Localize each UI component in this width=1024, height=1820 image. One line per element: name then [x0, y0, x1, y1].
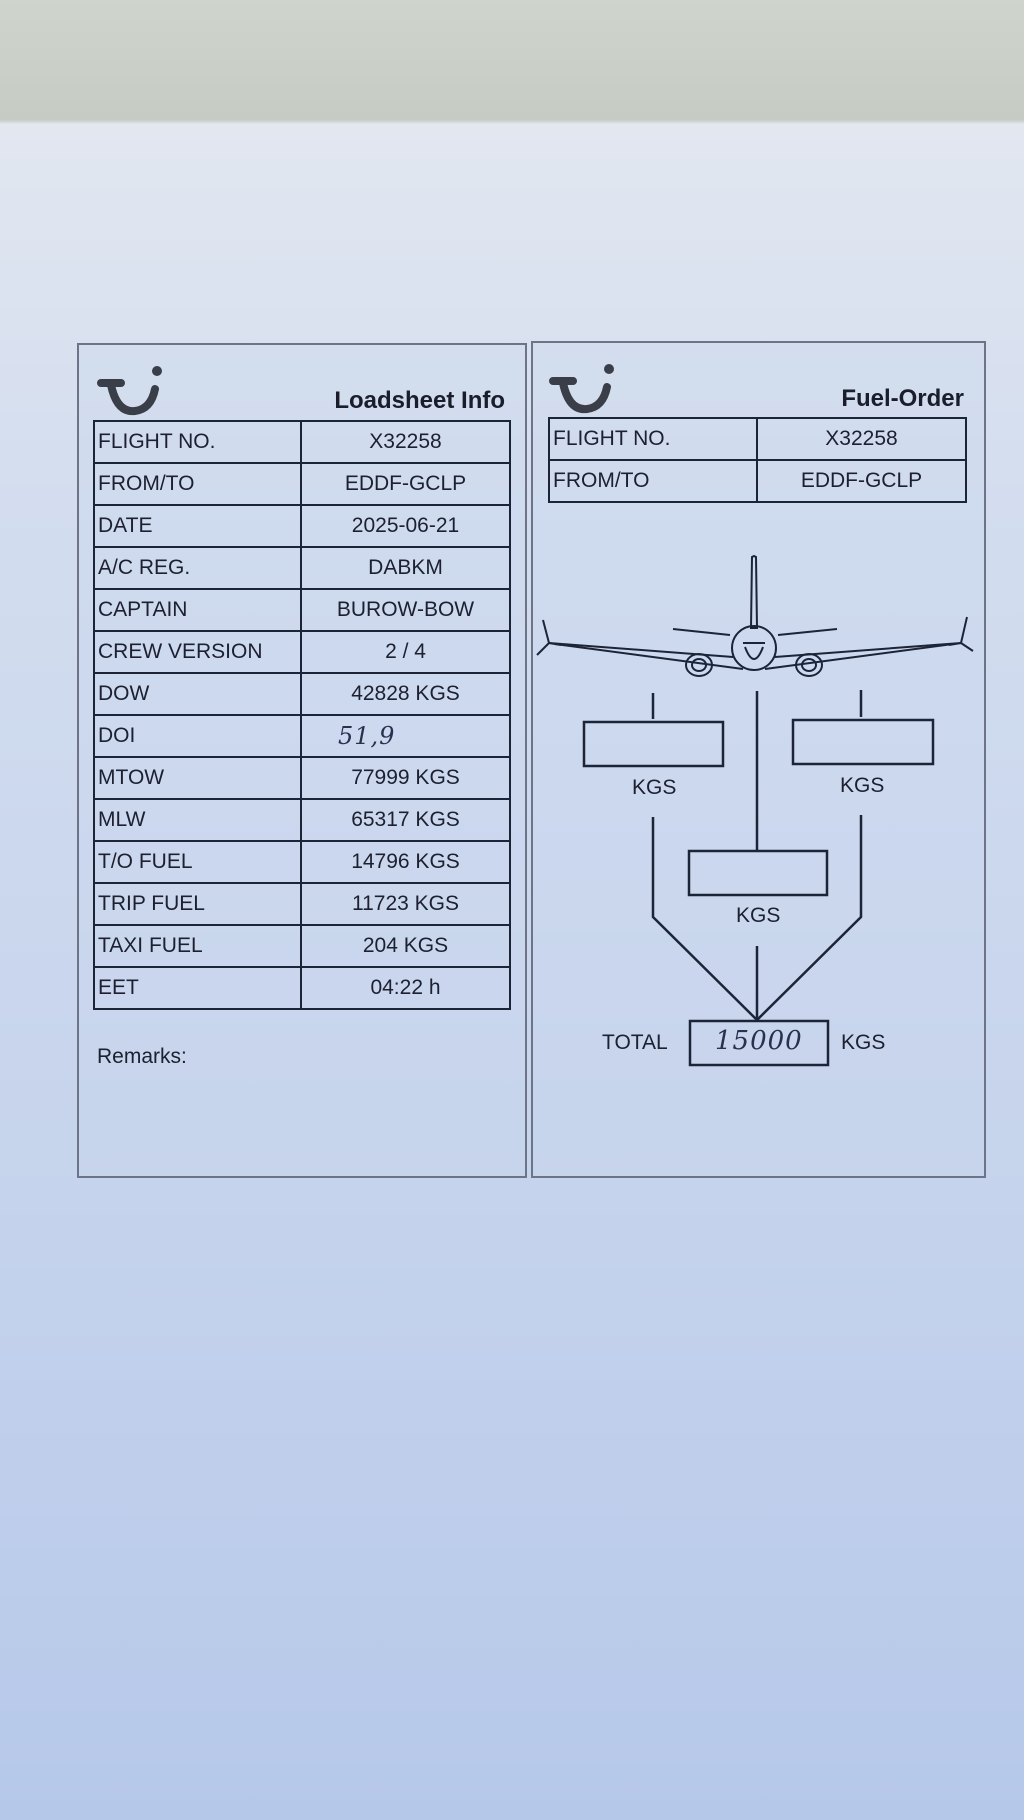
- remarks-label: Remarks:: [97, 1045, 187, 1068]
- row-value: BUROW-BOW: [300, 588, 511, 632]
- row-value: 42828 KGS: [300, 672, 511, 716]
- row-value: 11723 KGS: [300, 882, 511, 926]
- row-value: 65317 KGS: [300, 798, 511, 842]
- row-label: T/O FUEL: [93, 840, 302, 884]
- airplane-front-icon: [536, 554, 974, 677]
- row-value: X32258: [756, 417, 967, 461]
- row-label: MTOW: [93, 756, 302, 800]
- row-value: 04:22 h: [300, 966, 511, 1010]
- row-label: EET: [93, 966, 302, 1010]
- row-value: 77999 KGS: [300, 756, 511, 800]
- table-row: FLIGHT NO.X32258: [548, 417, 967, 461]
- row-value: 2025-06-21: [300, 504, 511, 548]
- right-tank-unit: KGS: [840, 774, 885, 797]
- table-row: A/C REG.DABKM: [93, 546, 511, 590]
- row-label: MLW: [93, 798, 302, 842]
- row-label: CAPTAIN: [93, 588, 302, 632]
- total-label: TOTAL: [602, 1031, 668, 1054]
- right-tank-input: [791, 718, 935, 766]
- tui-logo-icon: [97, 366, 162, 416]
- fuel-order-title: Fuel-Order: [841, 385, 964, 412]
- row-label: DOW: [93, 672, 302, 716]
- row-label: TAXI FUEL: [93, 924, 302, 968]
- row-value: 14796 KGS: [300, 840, 511, 884]
- row-value: X32258: [300, 420, 511, 464]
- row-value: DABKM: [300, 546, 511, 590]
- total-unit: KGS: [841, 1031, 886, 1054]
- row-label: DATE: [93, 504, 302, 548]
- tui-logo-icon: [549, 364, 614, 414]
- row-value: EDDF-GCLP: [756, 459, 967, 503]
- fuel-flow-lines: [651, 690, 863, 1022]
- table-row: FLIGHT NO.X32258: [93, 420, 511, 464]
- row-value: 204 KGS: [300, 924, 511, 968]
- center-tank-input: [687, 849, 829, 897]
- row-label: CREW VERSION: [93, 630, 302, 674]
- row-label: TRIP FUEL: [93, 882, 302, 926]
- left-tank-unit: KGS: [632, 776, 677, 799]
- total-value: 15000: [715, 1026, 803, 1056]
- row-label: FLIGHT NO.: [93, 420, 302, 464]
- row-label: FROM/TO: [548, 459, 758, 503]
- fuel-diagram: [536, 554, 974, 1067]
- row-value: 51,9: [300, 714, 511, 758]
- loadsheet-title: Loadsheet Info: [334, 387, 505, 414]
- row-value: EDDF-GCLP: [300, 462, 511, 506]
- row-value: 2 / 4: [300, 630, 511, 674]
- left-tank-input: [582, 720, 725, 768]
- row-label: FROM/TO: [93, 462, 302, 506]
- row-label: FLIGHT NO.: [548, 417, 758, 461]
- total-input: [688, 1019, 830, 1067]
- center-tank-unit: KGS: [736, 904, 781, 927]
- row-label: DOI: [93, 714, 302, 758]
- row-label: A/C REG.: [93, 546, 302, 590]
